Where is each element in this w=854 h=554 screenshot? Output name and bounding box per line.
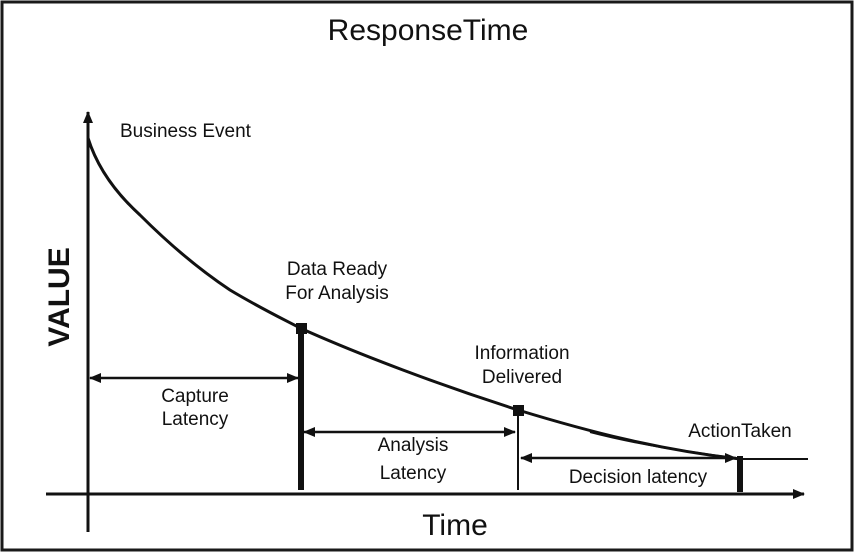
capture-latency-label-line2: Latency: [162, 409, 229, 430]
data-ready-label-line1: Data Ready: [287, 259, 388, 280]
y-axis-label: VALUE: [43, 247, 76, 346]
capture-latency-label-line1: Capture: [161, 386, 229, 407]
information-label-line1: Information: [474, 343, 569, 364]
analysis-latency-label-line1: Analysis: [378, 435, 449, 456]
diagram-title: ResponseTime: [328, 14, 529, 47]
value-decay-curve-tail-emphasis: [589, 431, 741, 460]
decision-latency-label: Decision latency: [569, 467, 708, 488]
information-point: [513, 405, 524, 416]
data-ready-point: [296, 323, 307, 334]
data-ready-label-line2: For Analysis: [285, 283, 388, 304]
business-event-label: Business Event: [120, 121, 252, 142]
x-axis-label: Time: [422, 509, 488, 542]
analysis-latency-label-line2: Latency: [380, 463, 447, 484]
information-label-line2: Delivered: [482, 367, 562, 388]
action-taken-label: ActionTaken: [688, 421, 792, 442]
